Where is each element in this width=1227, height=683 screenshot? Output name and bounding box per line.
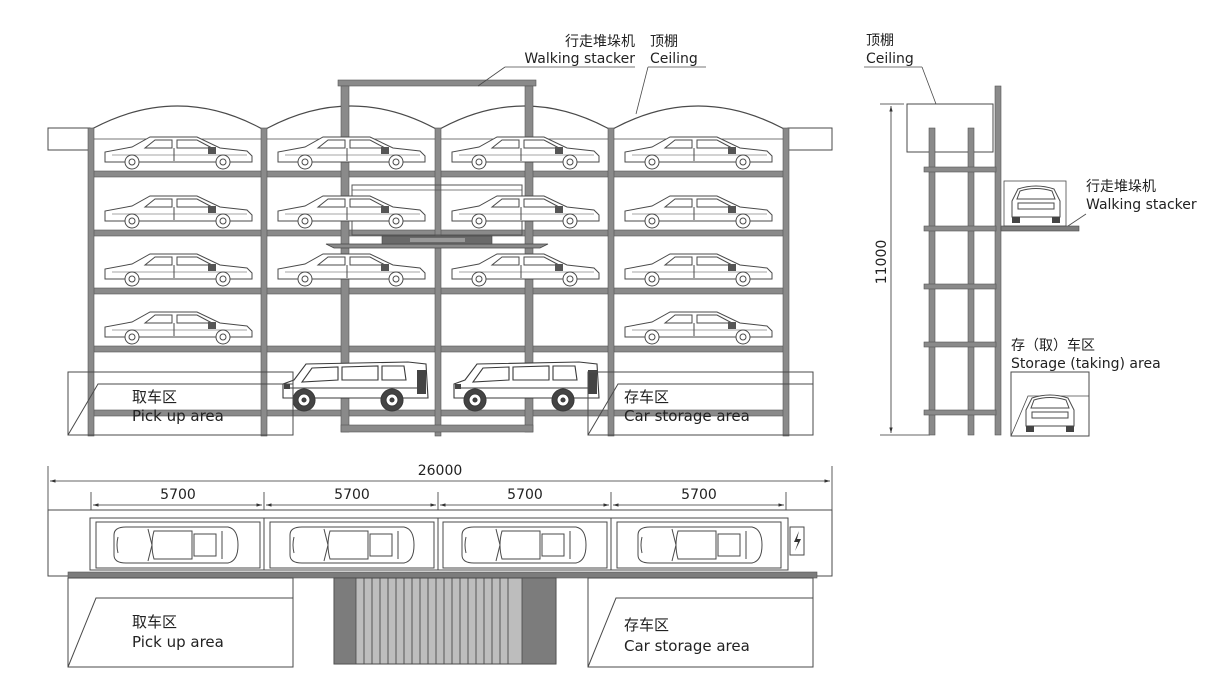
height-dimension — [880, 103, 930, 436]
arched-ceiling — [89, 105, 787, 131]
side-ceiling-label-cn: 顶棚 — [866, 33, 894, 49]
lightning-icon — [789, 526, 805, 556]
storage-plan-label-en: Car storage area — [624, 637, 750, 655]
storage-area-front: 存车区 Car storage area — [587, 371, 814, 436]
side-stacker-callout: 行走堆垛机 Walking stacker — [1067, 179, 1197, 227]
dimension-bays — [90, 492, 787, 520]
bay-width-4: 5700 — [681, 487, 717, 503]
side-stacker-label-en: Walking stacker — [1086, 197, 1197, 213]
side-ceiling-label-en: Ceiling — [866, 51, 914, 67]
pickup-label-en: Pick up area — [132, 407, 224, 425]
pickup-area-front: 取车区 Pick up area — [67, 371, 294, 436]
stacker-label-cn: 行走堆垛机 — [565, 34, 635, 50]
storage-label-cn: 存车区 — [624, 388, 669, 406]
side-ceiling-callout: 顶棚 Ceiling — [864, 33, 937, 105]
pickup-plan-label-cn: 取车区 — [132, 613, 177, 631]
side-storage-label-cn: 存（取）车区 — [1011, 337, 1095, 354]
side-stacker-label-cn: 行走堆垛机 — [1086, 179, 1156, 195]
ceiling-callout: 顶棚 Ceiling — [635, 34, 706, 115]
plan-floor-slab — [67, 571, 818, 579]
side-storage-label-en: Storage (taking) area — [1011, 356, 1161, 372]
side-rack — [923, 85, 1002, 436]
side-ceiling-box — [906, 103, 994, 153]
stacker-label-en: Walking stacker — [524, 51, 635, 67]
storage-area-plan: 存车区 Car storage area — [587, 577, 814, 668]
ceiling-label-cn: 顶棚 — [650, 34, 678, 50]
side-elevation: 顶棚 Ceiling 11000 — [864, 33, 1197, 437]
storage-label-en: Car storage area — [624, 407, 750, 425]
side-storage-area: 存（取）车区 Storage (taking) area — [1010, 337, 1161, 437]
bay-width-3: 5700 — [507, 487, 543, 503]
dimension-total-label: 26000 — [418, 463, 463, 479]
storage-plan-label-cn: 存车区 — [624, 616, 669, 634]
pickup-plan-label-en: Pick up area — [132, 633, 224, 651]
ceiling-extension-left — [47, 127, 91, 151]
pickup-area-plan: 取车区 Pick up area — [67, 577, 294, 668]
pickup-label-cn: 取车区 — [132, 388, 177, 406]
bay-width-2: 5700 — [334, 487, 370, 503]
plan-view: 26000 5700 5700 5700 5700 — [47, 463, 833, 668]
height-dimension-label: 11000 — [874, 240, 890, 285]
stacker-callout: 行走堆垛机 Walking stacker — [477, 34, 635, 87]
columns — [87, 127, 790, 437]
front-elevation: 取车区 Pick up area 存车区 Car storage area 行走… — [47, 34, 833, 437]
plan-bays — [95, 518, 782, 570]
ceiling-extension-right — [787, 127, 833, 151]
side-stacker — [1000, 180, 1080, 232]
ceiling-label-en: Ceiling — [650, 51, 698, 67]
stacker-track-plan — [333, 577, 557, 665]
dimension-total — [47, 466, 833, 515]
bay-width-1: 5700 — [160, 487, 196, 503]
